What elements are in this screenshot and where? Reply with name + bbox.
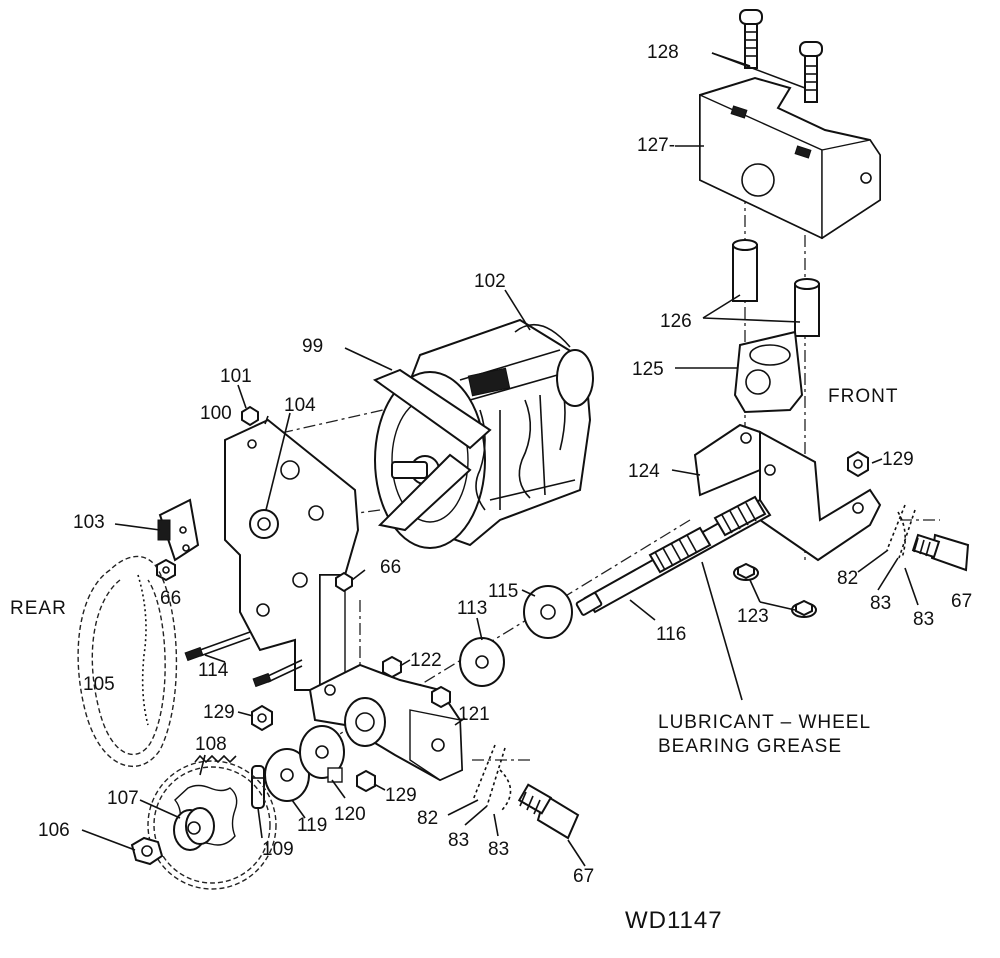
nut-122 — [382, 655, 402, 679]
callout-82-right: 82 — [837, 568, 858, 589]
shoulder-bolt-67-center — [517, 783, 580, 840]
callout-labels: 128 127- 126 125 124 129 102 99 101 100 … — [38, 42, 972, 887]
callout-103: 103 — [73, 512, 105, 533]
callout-83-right-b: 83 — [913, 609, 934, 630]
callout-119: 119 — [297, 815, 327, 836]
electric-motor-102 — [372, 318, 594, 549]
square-nut-125 — [733, 330, 804, 414]
screw-114-lower — [252, 659, 303, 688]
nut-66-left — [156, 558, 176, 582]
callout-104: 104 — [284, 395, 316, 416]
callout-129-right: 129 — [882, 449, 914, 470]
callout-100: 100 — [200, 403, 232, 424]
flange-nut-123-upper — [733, 562, 759, 581]
callout-114: 114 — [198, 660, 229, 681]
callout-115: 115 — [488, 581, 518, 602]
callout-124: 124 — [628, 461, 660, 482]
callout-106: 106 — [38, 820, 70, 841]
captions: FRONT REAR LUBRICANT – WHEEL BEARING GRE… — [10, 386, 898, 934]
callout-120: 120 — [334, 804, 366, 825]
hex-nut-106 — [130, 836, 164, 866]
callout-101: 101 — [220, 366, 252, 387]
callout-105: 105 — [83, 674, 115, 695]
spacer-126-right — [794, 278, 820, 337]
lubricant-label-line1: LUBRICANT – WHEEL — [658, 712, 871, 733]
drive-belt-105 — [77, 555, 178, 767]
switch-bracket-103 — [157, 498, 200, 562]
axle-shaft-116 — [575, 495, 772, 616]
callout-121: 121 — [458, 704, 490, 725]
callout-129-left: 129 — [203, 702, 235, 723]
screw-114-upper — [184, 631, 251, 662]
callout-83-right-a: 83 — [870, 593, 891, 614]
mounting-bracket-127 — [699, 76, 881, 240]
callout-123: 123 — [737, 606, 769, 627]
hex-nut-129-left — [251, 704, 273, 732]
leader-lines — [81, 52, 919, 867]
washer-120 — [299, 725, 345, 783]
callout-102: 102 — [474, 271, 506, 292]
wheel-hub-82-83-center — [472, 744, 512, 811]
washer-115 — [523, 585, 573, 639]
washer-113 — [459, 637, 505, 687]
callout-125: 125 — [632, 359, 664, 380]
callout-83-center-b: 83 — [488, 839, 509, 860]
wheel-hub-82-83-right — [886, 504, 916, 559]
front-label: FRONT — [828, 386, 898, 407]
carriage-bolt-128-left — [739, 9, 763, 69]
shoulder-bolt-67-right — [911, 533, 970, 572]
callout-66-plate: 66 — [380, 557, 401, 578]
hex-nut-129-center — [356, 769, 376, 793]
flange-nut-123-lower — [791, 599, 817, 618]
drawing-code: WD1147 — [625, 907, 723, 934]
lubricant-label-line2: BEARING GREASE — [658, 736, 842, 757]
nut-101 — [241, 405, 259, 427]
spacer-126-left — [732, 239, 758, 302]
callout-83-center-a: 83 — [448, 830, 469, 851]
spacer-107 — [173, 807, 215, 851]
axle-bracket-124 — [693, 423, 882, 562]
callout-107: 107 — [107, 788, 139, 809]
motor-mount-plate-100 — [224, 418, 360, 692]
callout-66-left: 66 — [160, 588, 181, 609]
callout-122: 122 — [410, 650, 442, 671]
carriage-bolt-128-right — [799, 41, 823, 103]
pin-109 — [251, 765, 265, 809]
callout-99: 99 — [302, 336, 323, 357]
callout-116: 116 — [656, 624, 686, 645]
callout-113: 113 — [457, 598, 487, 619]
rear-label: REAR — [10, 598, 67, 619]
callout-128: 128 — [647, 42, 679, 63]
callout-109: 109 — [262, 839, 294, 860]
callout-82-center: 82 — [417, 808, 438, 829]
hex-nut-129-right — [847, 450, 869, 478]
nut-66-plate — [335, 571, 353, 593]
nut-122b — [431, 685, 451, 709]
callout-129-center: 129 — [385, 785, 417, 806]
callout-108: 108 — [195, 734, 227, 755]
callout-127: 127- — [637, 135, 675, 156]
callout-67-right: 67 — [951, 591, 972, 612]
callout-67-center: 67 — [573, 866, 594, 887]
callout-126: 126 — [660, 311, 692, 332]
